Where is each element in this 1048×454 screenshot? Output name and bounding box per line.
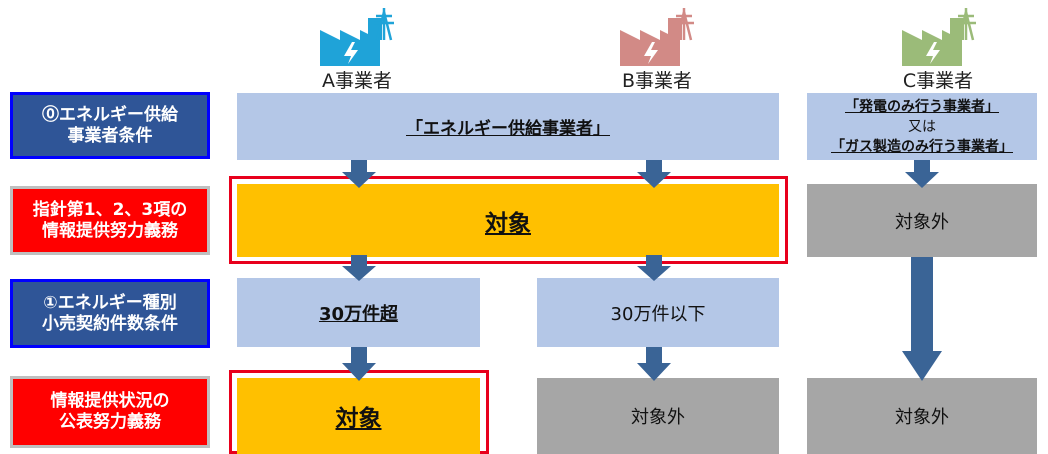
energy-supplier-condition-label: ⓪エネルギー供給事業者条件: [10, 92, 210, 159]
target-box-row1-ab: 対象: [237, 184, 779, 257]
generation-only-box-c: 「発電のみ行う事業者」 又は 「ガス製造のみ行う事業者」: [807, 93, 1037, 160]
arrow-down-icon: [637, 255, 671, 281]
publication-duty-label: 情報提供状況の公表努力義務: [10, 376, 210, 448]
under-300k-box-b: 30万件以下: [537, 278, 779, 347]
arrow-down-icon: [637, 160, 671, 188]
info-provision-duty-label: 指針第1、2、3項の情報提供努力義務: [10, 186, 210, 255]
contract-count-condition-label: ①エネルギー種別小売契約件数条件: [10, 279, 210, 348]
company-c-label: C事業者: [902, 70, 974, 92]
company-a-label: A事業者: [322, 70, 392, 92]
arrow-down-icon: [342, 255, 376, 281]
factory-icon-a: [320, 8, 394, 66]
arrow-down-icon: [342, 347, 376, 381]
arrow-down-icon: [905, 160, 939, 188]
target-frame-row1: [229, 176, 788, 264]
not-target-box-row3-b: 対象外: [537, 378, 779, 454]
factory-icon-c: [902, 8, 976, 66]
not-target-box-row1-c: 対象外: [807, 184, 1037, 257]
company-b-label: B事業者: [621, 70, 693, 92]
arrow-down-icon: [342, 160, 376, 188]
not-target-box-row3-c: 対象外: [807, 378, 1037, 454]
energy-supplier-box-ab: 「エネルギー供給事業者」: [237, 93, 779, 160]
arrow-down-icon: [637, 347, 671, 381]
over-300k-box-a: 30万件超: [237, 278, 480, 347]
long-arrow-down-icon: [902, 257, 942, 381]
target-box-row3-a: 対象: [237, 378, 480, 454]
factory-icon-b: [620, 8, 694, 66]
